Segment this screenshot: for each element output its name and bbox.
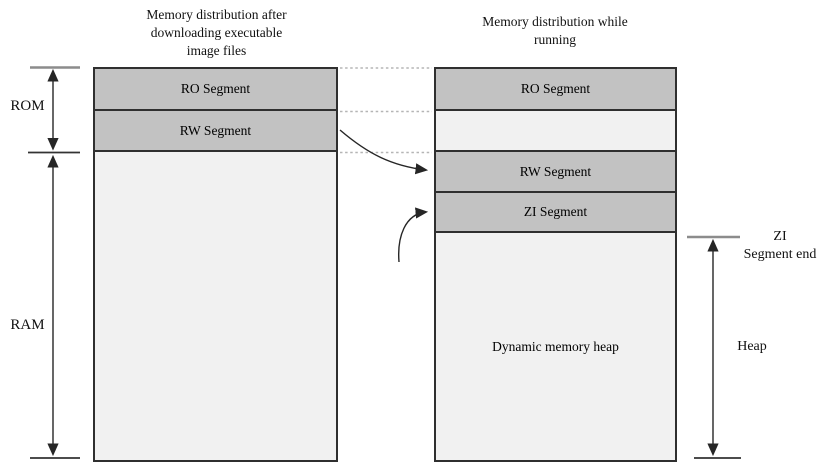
segment-rw-left: RW Segment <box>95 111 336 152</box>
segment-rw-right: RW Segment <box>436 152 675 193</box>
memory-column-download: RO Segment RW Segment <box>93 67 338 462</box>
segment-gap-right <box>436 111 675 152</box>
segment-zi-right: ZI Segment <box>436 193 675 233</box>
segment-heap-right: Dynamic memory heap <box>436 233 675 460</box>
heap-label: Heap <box>737 339 767 354</box>
zi-segment-end-label: ZI Segment end <box>743 229 817 263</box>
memory-column-running: RO Segment RW Segment ZI Segment Dynamic… <box>434 67 677 462</box>
dotted-connector-lines <box>340 67 432 154</box>
ram-label: RAM <box>10 317 45 333</box>
left-column-title: Memory distribution after downloading ex… <box>146 7 287 58</box>
segment-ro-right: RO Segment <box>436 69 675 111</box>
ram-bracket <box>30 154 80 459</box>
right-column-title: Memory distribution while running <box>482 14 628 47</box>
segment-empty-ram-left <box>95 152 336 460</box>
rw-copy-arrow <box>339 129 429 175</box>
rom-label: ROM <box>10 98 45 114</box>
zi-init-arrow <box>398 207 429 263</box>
segment-ro-left: RO Segment <box>95 69 336 111</box>
